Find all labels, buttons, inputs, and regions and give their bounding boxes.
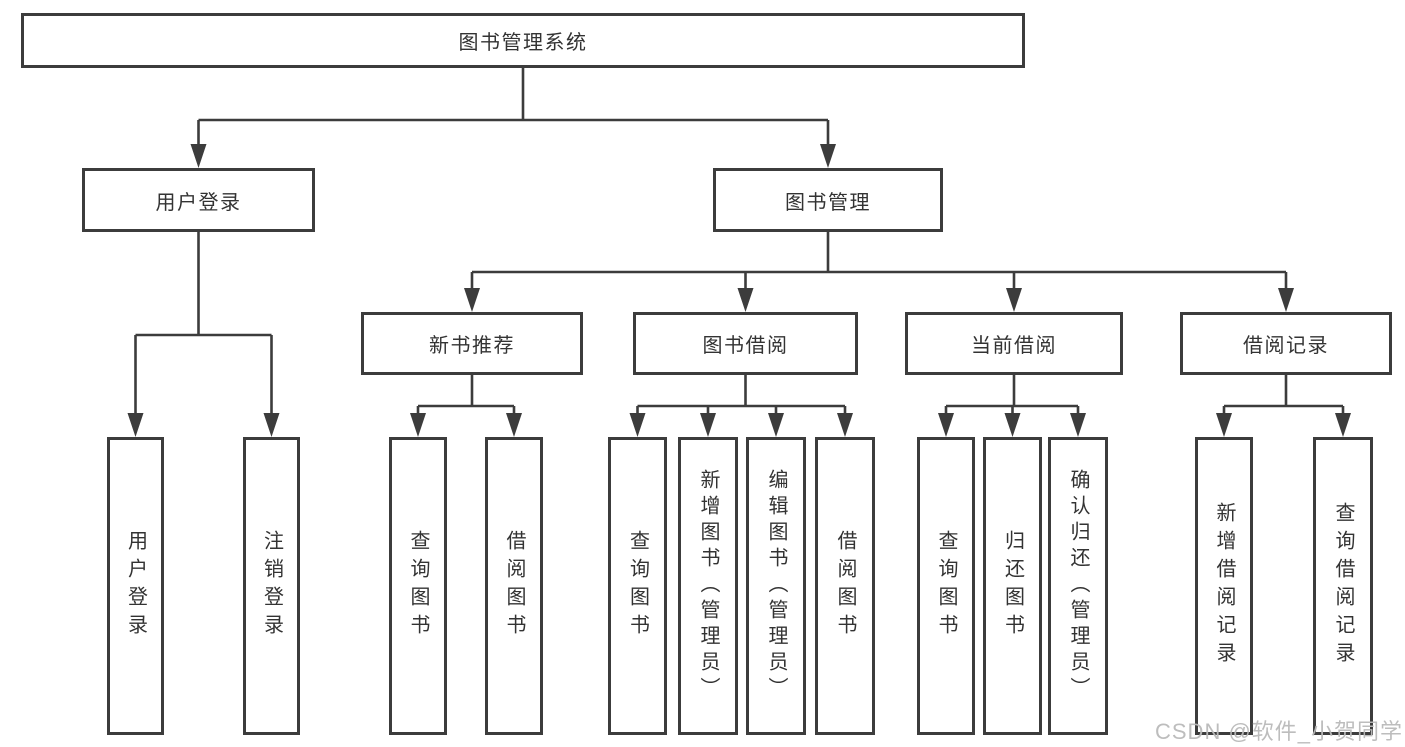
leaf-add-book-admin: 新增图书（管理员）	[678, 437, 738, 735]
node-book-borrowing: 图书借阅	[633, 312, 858, 375]
leaf-add-borrow-record: 新增借阅记录	[1195, 437, 1253, 735]
leaf-edit-book-admin: 编辑图书（管理员）	[746, 437, 806, 735]
node-current-borrowing: 当前借阅	[905, 312, 1123, 375]
connector-new-book-recommend-to-leaves	[410, 375, 522, 437]
leaf-borrow-books-borrowing: 借阅图书	[815, 437, 875, 735]
leaf-confirm-return-admin: 确认归还（管理员）	[1048, 437, 1108, 735]
leaf-query-books-recommend: 查询图书	[389, 437, 447, 735]
connector-user-login-to-leaves	[127, 232, 280, 437]
connector-book-management-to-groups	[464, 232, 1294, 312]
node-user-login-branch: 用户登录	[82, 168, 315, 232]
leaf-borrow-books-recommend: 借阅图书	[485, 437, 543, 735]
connector-borrowing-records-to-leaves	[1216, 375, 1351, 437]
node-new-book-recommend: 新书推荐	[361, 312, 583, 375]
leaf-user-login: 用户登录	[107, 437, 164, 735]
connector-root-to-branches	[190, 68, 836, 168]
leaf-query-books-borrowing: 查询图书	[608, 437, 667, 735]
leaf-logout: 注销登录	[243, 437, 300, 735]
leaf-return-books: 归还图书	[983, 437, 1042, 735]
connector-current-borrowing-to-leaves	[938, 375, 1086, 437]
node-borrowing-records: 借阅记录	[1180, 312, 1392, 375]
leaf-query-books-current: 查询图书	[917, 437, 975, 735]
node-book-management: 图书管理	[713, 168, 943, 232]
node-library-management-system: 图书管理系统	[21, 13, 1025, 68]
connector-book-borrowing-to-leaves	[629, 375, 853, 437]
leaf-query-borrow-record: 查询借阅记录	[1313, 437, 1373, 735]
watermark-text: CSDN @软件_小贺同学	[1155, 719, 1404, 744]
